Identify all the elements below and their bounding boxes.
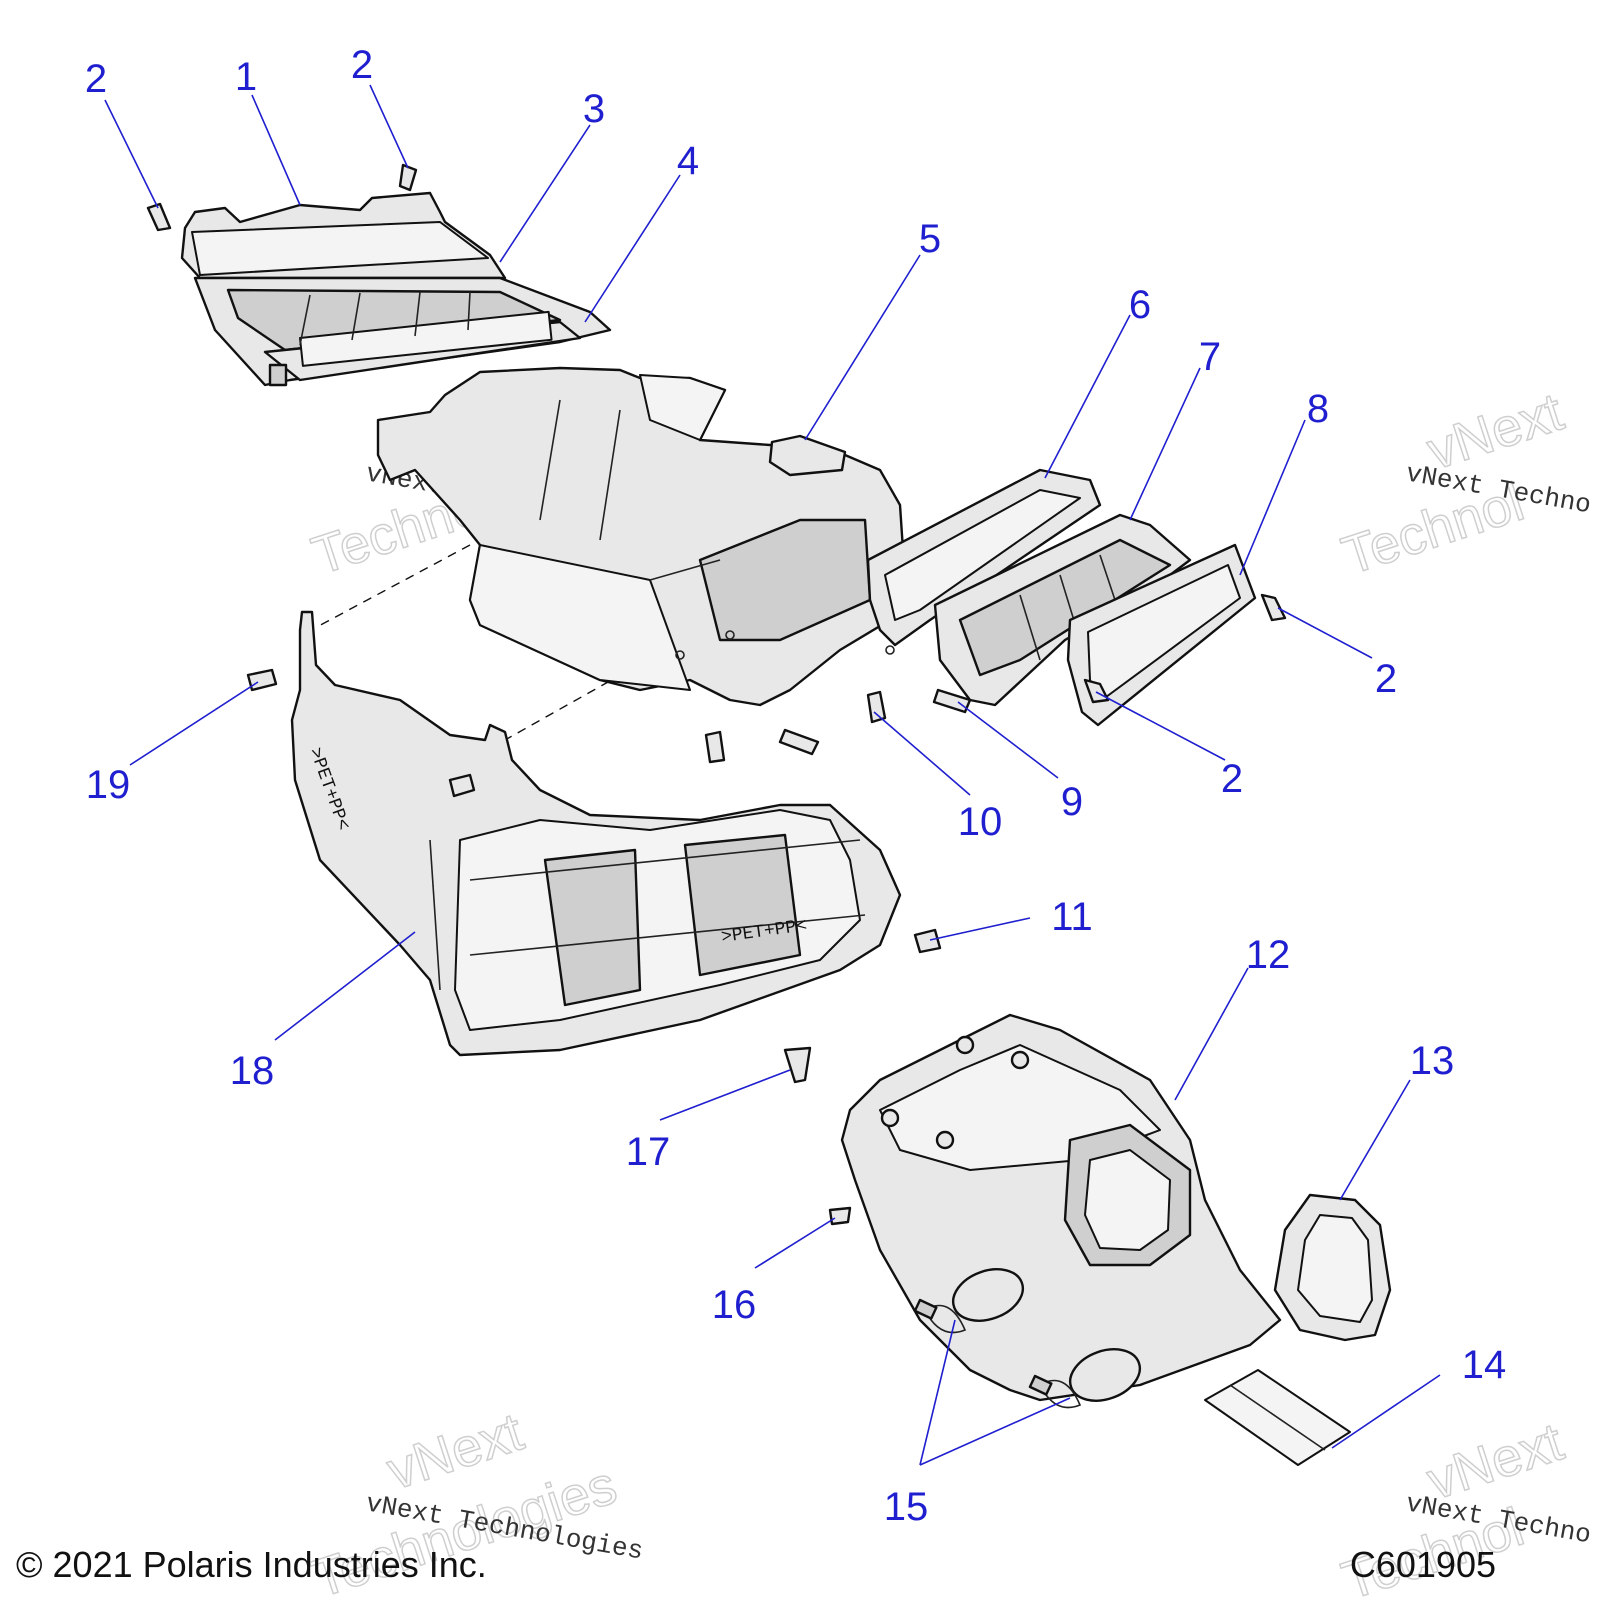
callout-11: 11 <box>1051 895 1093 939</box>
callout-3: 3 <box>583 87 605 131</box>
callout-2: 2 <box>351 43 373 87</box>
callout-15: 15 <box>884 1485 929 1529</box>
callouts: 2 1 2 3 4 5 6 7 8 2 2 9 10 11 12 13 14 1… <box>85 43 1506 1529</box>
leader-lines <box>104 84 1441 1466</box>
lower-housing: >PET+PP< >PET+PP< <box>290 610 902 1057</box>
callout-14: 14 <box>1462 1343 1507 1387</box>
screw-2b <box>398 163 418 192</box>
callout-2: 2 <box>1221 757 1243 801</box>
upper-vent-grille <box>180 191 612 387</box>
callout-10: 10 <box>958 800 1003 844</box>
callout-5: 5 <box>919 217 941 261</box>
callout-9: 9 <box>1061 780 1083 824</box>
push-pin-19 <box>246 668 278 692</box>
intake-frame <box>866 468 1102 647</box>
clip-10 <box>866 690 887 724</box>
screw-2d <box>1083 678 1110 704</box>
hose-clamps <box>913 1298 1082 1409</box>
screw-11 <box>913 928 942 954</box>
callout-8: 8 <box>1307 387 1329 431</box>
callout-4: 4 <box>677 139 699 183</box>
screw-2a <box>146 202 172 232</box>
screw-center <box>778 728 820 756</box>
callout-2: 2 <box>1375 657 1397 701</box>
rivet-16 <box>828 1206 852 1226</box>
upper-air-duct <box>376 366 907 707</box>
callout-19: 19 <box>86 763 131 807</box>
callout-1: 1 <box>235 55 257 99</box>
screw-2c <box>1260 593 1287 622</box>
figure-id: C601905 <box>1349 1544 1496 1585</box>
gasket-plate <box>1066 543 1257 727</box>
callout-7: 7 <box>1199 335 1221 379</box>
copyright-text: © 2021 Polaris Industries Inc. <box>16 1544 487 1585</box>
seal-ring <box>1273 1193 1392 1342</box>
callout-18: 18 <box>230 1049 275 1093</box>
screw-9 <box>932 688 972 714</box>
callout-16: 16 <box>712 1283 757 1327</box>
clip-center <box>704 730 726 764</box>
plug-17 <box>783 1046 812 1084</box>
callout-2: 2 <box>85 57 107 101</box>
small-hardware <box>146 163 1287 1226</box>
callout-6: 6 <box>1129 283 1151 327</box>
callout-17: 17 <box>626 1130 671 1174</box>
airbox <box>840 1013 1282 1402</box>
push-pin-housing <box>448 773 476 798</box>
callout-13: 13 <box>1410 1039 1455 1083</box>
callout-12: 12 <box>1246 933 1291 977</box>
watermark-right-upper: vNext Technol vNext Techno <box>1334 381 1593 587</box>
label-sheet <box>1204 1369 1351 1466</box>
